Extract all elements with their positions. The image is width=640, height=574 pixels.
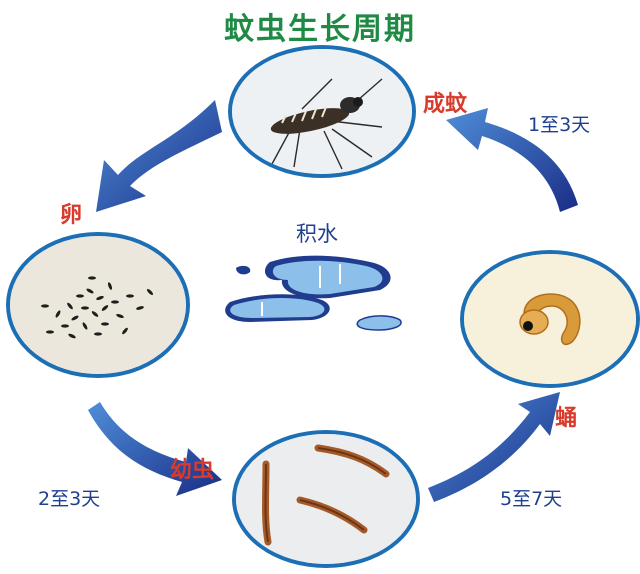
duration-pupa-to-adult: 1至3天 — [528, 114, 591, 136]
arrow-larva-to-pupa — [428, 392, 560, 502]
larva-image — [232, 430, 420, 568]
arrow-adult-to-egg — [96, 100, 222, 212]
stage-label-pupa: 蛹 — [555, 406, 578, 431]
eggs-icon — [10, 236, 186, 374]
egg-image — [6, 232, 190, 378]
duration-egg-to-larva: 2至3天 — [38, 488, 101, 510]
arrow-egg-to-larva — [88, 402, 222, 496]
arrow-pupa-to-adult — [446, 108, 578, 212]
center-label-water: 积水 — [296, 222, 338, 246]
stage-label-adult: 成蚊 — [423, 92, 468, 117]
diagram-title: 蚊虫生长周期 — [224, 12, 416, 47]
adult-mosquito-image — [228, 45, 416, 178]
mosquito-icon — [232, 49, 412, 174]
stage-label-egg: 卵 — [60, 203, 83, 228]
pupa-icon — [464, 254, 636, 384]
duration-larva-to-pupa: 5至7天 — [500, 488, 563, 510]
larva-icon — [236, 434, 416, 564]
stage-label-larva: 幼虫 — [170, 458, 215, 483]
pupa-image — [460, 250, 640, 388]
